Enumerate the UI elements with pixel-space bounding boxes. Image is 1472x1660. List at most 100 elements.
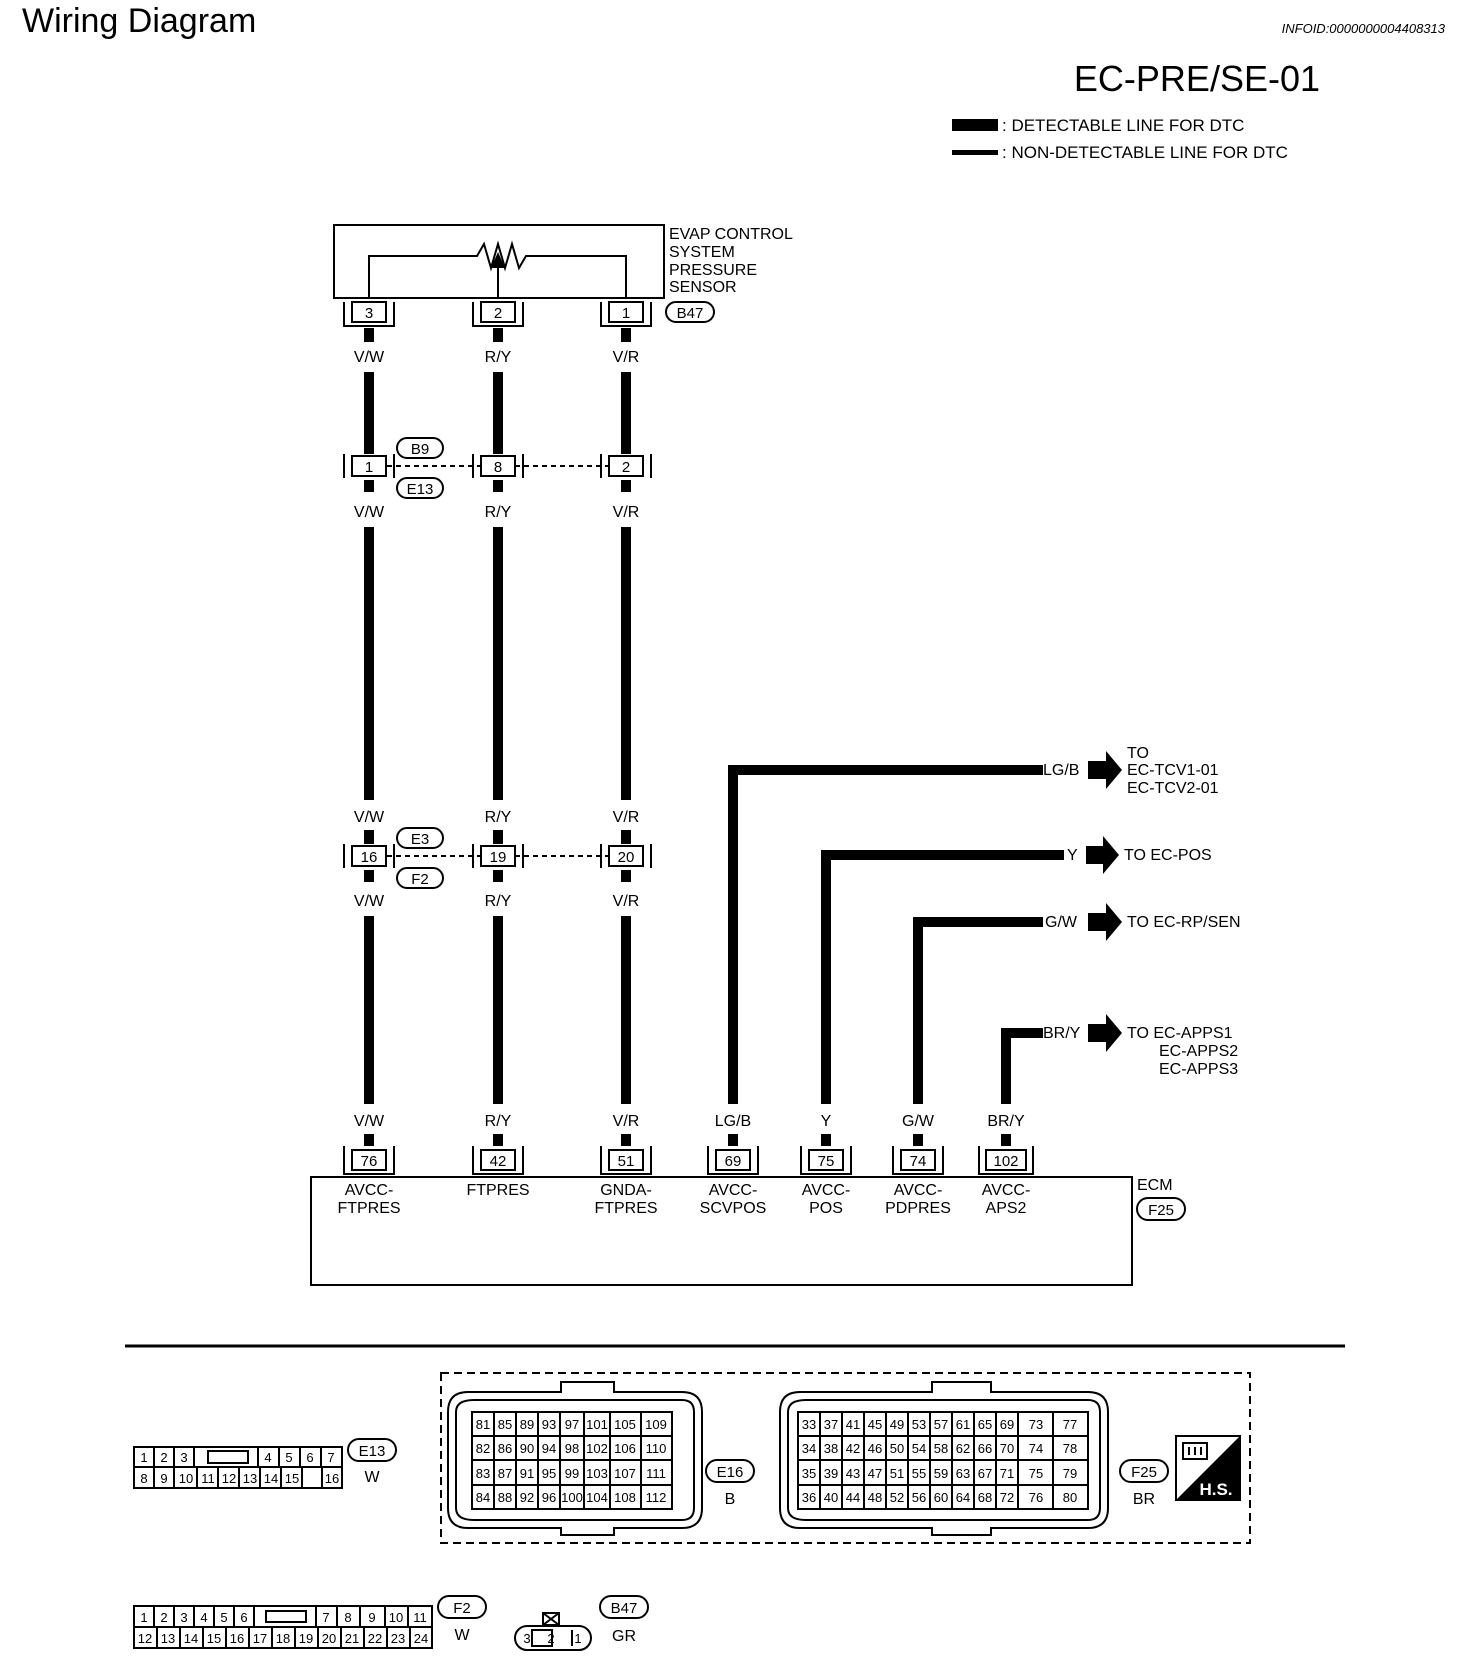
svg-text:103: 103 xyxy=(586,1466,608,1481)
svg-text:16: 16 xyxy=(230,1631,244,1646)
svg-text:44: 44 xyxy=(846,1490,860,1505)
f25-grid-lines xyxy=(798,1412,1088,1509)
svg-text:22: 22 xyxy=(368,1631,382,1646)
ecm-body xyxy=(310,1176,1133,1286)
wire-label-vr: V/R xyxy=(613,504,640,521)
svg-text:63: 63 xyxy=(956,1466,970,1481)
ecm-wire-label: R/Y xyxy=(485,1113,512,1130)
svg-text:85: 85 xyxy=(498,1417,512,1432)
svg-text:106: 106 xyxy=(614,1441,636,1456)
svg-text:2: 2 xyxy=(160,1450,167,1465)
junction-pin-20: 20 xyxy=(600,844,652,868)
ecm-signal: SCVPOS xyxy=(700,1200,767,1217)
ecm-pin-42: 42 xyxy=(472,1146,524,1175)
svg-text:5: 5 xyxy=(220,1610,227,1625)
wire-label-vr: V/R xyxy=(613,809,640,826)
sensor-name-line-3: PRESSURE xyxy=(669,262,757,279)
connector-view-f2: 1 2 3 4 5 6 7 8 9 10 11 12 13 14 15 16 1… xyxy=(133,1595,487,1649)
svg-text:1: 1 xyxy=(140,1610,147,1625)
svg-text:8: 8 xyxy=(140,1471,147,1486)
legend: : DETECTABLE LINE FOR DTC : NON-DETECTAB… xyxy=(952,116,1288,162)
e16-color: B xyxy=(725,1491,736,1508)
svg-text:34: 34 xyxy=(802,1441,816,1456)
svg-text:2: 2 xyxy=(494,305,502,322)
b47-latch xyxy=(542,1612,560,1626)
svg-text:68: 68 xyxy=(978,1490,992,1505)
branch-lgb-dest-2: EC-TCV1-01 xyxy=(1127,762,1219,779)
svg-text:58: 58 xyxy=(934,1441,948,1456)
svg-text:38: 38 xyxy=(824,1441,838,1456)
svg-text:95: 95 xyxy=(542,1466,556,1481)
svg-text:16: 16 xyxy=(361,849,378,866)
ecm-signal: APS2 xyxy=(986,1200,1027,1217)
svg-text:56: 56 xyxy=(912,1490,926,1505)
svg-text:13: 13 xyxy=(243,1471,257,1486)
svg-text:67: 67 xyxy=(978,1466,992,1481)
svg-text:94: 94 xyxy=(542,1441,556,1456)
branch-bry-dest-3: EC-APPS3 xyxy=(1159,1061,1238,1078)
ecm-wire-label: BR/Y xyxy=(987,1113,1025,1130)
connector-view-b47: 3 2 1 B47 GR xyxy=(514,1595,649,1651)
b47-color: GR xyxy=(612,1628,636,1645)
svg-text:11: 11 xyxy=(413,1610,427,1625)
arrow-right-icon xyxy=(1088,1014,1122,1052)
svg-text:96: 96 xyxy=(542,1490,556,1505)
branch-bry-dest-1: TO EC-APPS1 xyxy=(1127,1025,1233,1042)
ecm-wire-label: V/W xyxy=(354,1113,385,1130)
ecm-pin-69: 69 xyxy=(707,1146,759,1175)
connector-f2-label: F2 xyxy=(411,871,429,888)
wire-label-ry: R/Y xyxy=(485,349,512,366)
svg-text:24: 24 xyxy=(414,1631,428,1646)
ecm-signal: AVCC- xyxy=(709,1182,758,1199)
svg-text:45: 45 xyxy=(868,1417,882,1432)
svg-text:49: 49 xyxy=(890,1417,904,1432)
svg-text:97: 97 xyxy=(565,1417,579,1432)
svg-text:91: 91 xyxy=(520,1466,534,1481)
svg-text:79: 79 xyxy=(1063,1466,1077,1481)
resistor-icon xyxy=(368,240,627,298)
svg-text:2: 2 xyxy=(622,459,630,476)
e13-row2: 8 9 10 11 12 13 14 15 16 xyxy=(140,1467,339,1488)
svg-text:100: 100 xyxy=(561,1490,583,1505)
svg-text:20: 20 xyxy=(618,849,635,866)
svg-text:13: 13 xyxy=(161,1631,175,1646)
connector-b9-label: B9 xyxy=(411,441,429,458)
ecm-signal: FTPRES xyxy=(337,1200,400,1217)
svg-text:104: 104 xyxy=(586,1490,608,1505)
ecm-signal: POS xyxy=(809,1200,843,1217)
connector-e3-label: E3 xyxy=(411,831,429,848)
f25-inner xyxy=(787,1399,1101,1521)
svg-text:10: 10 xyxy=(179,1471,193,1486)
ecm-signal: AVCC- xyxy=(982,1182,1031,1199)
svg-text:20: 20 xyxy=(322,1631,336,1646)
svg-text:47: 47 xyxy=(868,1466,882,1481)
arrow-right-icon xyxy=(1088,751,1122,789)
connector-b47-label: B47 xyxy=(677,305,704,322)
non-detectable-line-swatch xyxy=(952,150,998,155)
svg-text:111: 111 xyxy=(646,1466,666,1481)
svg-text:70: 70 xyxy=(1000,1441,1014,1456)
svg-text:12: 12 xyxy=(222,1471,236,1486)
svg-text:69: 69 xyxy=(725,1153,742,1170)
svg-text:7: 7 xyxy=(327,1450,334,1465)
f25-id: F25 xyxy=(1131,1464,1157,1481)
svg-text:54: 54 xyxy=(912,1441,926,1456)
svg-text:76: 76 xyxy=(361,1153,378,1170)
svg-text:81: 81 xyxy=(476,1417,490,1432)
f25-cells: 33 37 41 45 49 53 57 61 65 69 73 77 34 3… xyxy=(802,1417,1077,1505)
wire-label-ry: R/Y xyxy=(485,504,512,521)
ecm-pin-76: 76 xyxy=(343,1146,395,1175)
legend-non-detectable-label: : NON-DETECTABLE LINE FOR DTC xyxy=(1002,143,1288,162)
svg-text:9: 9 xyxy=(160,1471,167,1486)
connector-glyph-icon xyxy=(1182,1442,1208,1460)
e13-locking-tab xyxy=(207,1450,249,1464)
svg-text:77: 77 xyxy=(1063,1417,1077,1432)
e13-color: W xyxy=(364,1469,380,1486)
svg-text:23: 23 xyxy=(391,1631,405,1646)
svg-text:19: 19 xyxy=(299,1631,313,1646)
ecm-signal: FTPRES xyxy=(466,1182,529,1199)
connector-badge-e16 xyxy=(705,1459,755,1483)
branch-bry-color: BR/Y xyxy=(1043,1025,1081,1042)
branch-y: Y TO EC-POS xyxy=(821,836,1212,1104)
svg-text:8: 8 xyxy=(494,459,502,476)
